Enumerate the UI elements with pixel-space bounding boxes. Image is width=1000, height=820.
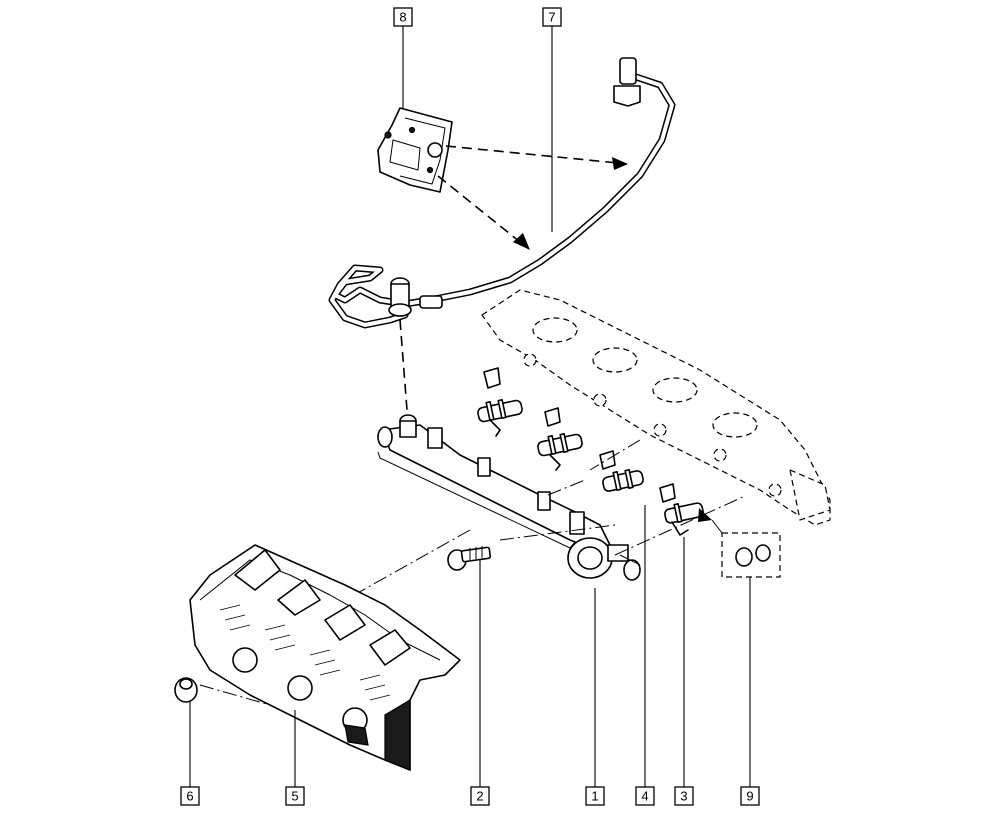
svg-text:2: 2 (476, 789, 483, 804)
svg-text:8: 8 (399, 10, 406, 25)
callout-5: 5 (285, 786, 305, 806)
callout-9: 9 (740, 786, 760, 806)
fuel-pipe (328, 57, 676, 329)
fuel-injectors (477, 398, 704, 536)
injector-2 (537, 432, 583, 471)
engine-cover (189, 544, 461, 771)
callout-3: 3 (674, 786, 694, 806)
svg-text:9: 9 (746, 789, 753, 804)
callout-7: 7 (542, 7, 562, 27)
assembly-arrows (399, 145, 628, 411)
assembly-lines (199, 439, 746, 706)
svg-text:1: 1 (591, 789, 598, 804)
injector-3 (602, 468, 644, 492)
pipe-bracket (377, 107, 453, 193)
intake-manifold-outline (481, 289, 831, 526)
fuel-rail (377, 414, 641, 581)
injector-1 (477, 398, 523, 437)
injector-4 (664, 502, 704, 536)
callout-2: 2 (470, 786, 490, 806)
svg-text:3: 3 (680, 789, 687, 804)
callout-8: 8 (393, 7, 413, 27)
svg-text:4: 4 (641, 789, 648, 804)
svg-text:6: 6 (186, 789, 193, 804)
injector-clips (483, 367, 676, 503)
leader-lines (189, 25, 751, 787)
callout-4: 4 (635, 786, 655, 806)
mounting-screw (447, 546, 492, 571)
svg-text:5: 5 (291, 789, 298, 804)
callout-1: 1 (585, 786, 605, 806)
cover-nut (174, 677, 198, 703)
o-ring-kit (698, 508, 781, 578)
svg-text:7: 7 (548, 10, 555, 25)
callout-6: 6 (180, 786, 200, 806)
